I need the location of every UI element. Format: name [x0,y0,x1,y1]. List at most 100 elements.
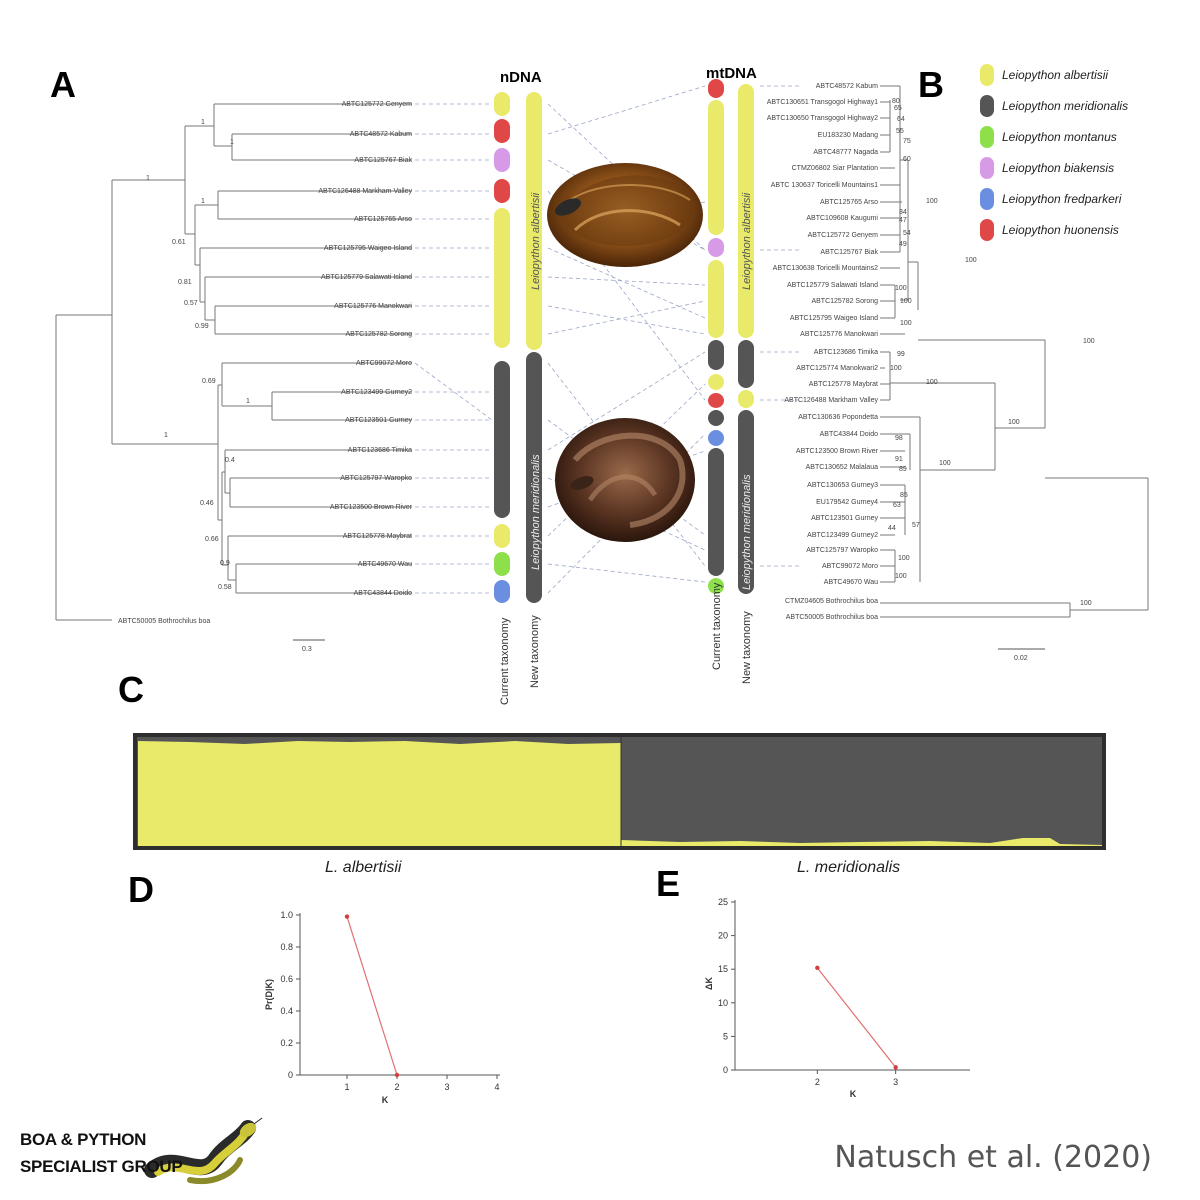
snake-albertisii-illustration [547,163,703,267]
tree-b-tip: ABTC123499 Gurney2 [807,532,878,539]
tree-b-support: 100 [895,573,907,580]
legend-swatch [980,188,994,210]
tree-a-support: 0.99 [195,323,209,330]
tree-a-tip: ABTC43844 Doido [354,590,412,597]
tree-b-tip: ABTC125782 Sorong [811,298,878,305]
tree-b-tip: ABTC125778 Maybrat [809,381,878,388]
tree-a-support: 1 [201,119,205,126]
tree-b-support: 63 [893,502,901,509]
panel-label-b: B [918,64,944,105]
mtdna-meridionalis-bar-label: Leiopython meridionalis [741,474,753,590]
legend-label: Leiopython montanus [1002,130,1117,144]
tree-a-support: 0.61 [172,239,186,246]
tree-a-tip: ABTC49670 Wau [358,561,412,568]
taxonomy-bar-segment [526,352,542,603]
tree-b-support: 100 [900,298,912,305]
tree-b-tip: CTMZ04605 Bothrochilus boa [785,598,878,605]
tree-b-support: 100 [926,198,938,205]
logo-text-line1: BOA & PYTHON [20,1130,147,1149]
tree-b-tip: ABTC130650 Transgogol Highway2 [767,115,878,122]
tree-b-support: 34 [899,209,907,216]
ndna-current-taxonomy-label: Current taxonomy [499,617,511,705]
tree-a-support: 0.81 [178,279,192,286]
panel-d-line [346,916,398,1076]
taxonomy-bar-segment [708,578,724,594]
panel-d-xtick: 3 [444,1082,449,1092]
tree-b-tip: ABTC109608 Kaugumi [806,215,878,222]
tree-b-support: 100 [1008,419,1020,426]
tree-b-support: 100 [965,257,977,264]
tree-a-tip: ABTC125776 Manokwari [334,303,412,310]
ndna-new-taxonomy-bars [526,92,542,603]
tree-b-branches [880,85,1149,618]
tree-a-tip: ABTC125795 Waigeo Island [324,245,412,252]
tree-a-tip: ABTC125778 Maybrat [343,533,412,540]
bpsg-logo: BOA & PYTHON SPECIALIST GROUP [18,1120,278,1200]
taxonomy-bar-segment [738,390,754,408]
tree-b-tip: ABTC50005 Bothrochilus boa [786,614,878,621]
panel-d-xtick: 2 [394,1082,399,1092]
logo-text-line2: SPECIALIST GROUP [20,1157,183,1176]
legend-label: Leiopython huonensis [1002,223,1119,237]
panel-e-ytick: 20 [718,931,728,941]
panel-d-ytick: 0.4 [280,1006,293,1016]
legend-swatch [980,64,994,86]
panel-d-ytick: 1.0 [280,910,293,920]
tree-a-tip: ABTC123686 Timika [348,447,412,454]
panel-d-ylabel: Pr(D|K) [264,979,274,1010]
tree-b-support: 47 [899,217,907,224]
tree-b-support: 100 [926,379,938,386]
taxonomy-bar-segment [708,238,724,257]
taxonomy-bar-segment [708,79,724,98]
panel-e-ytick: 15 [718,964,728,974]
legend-swatch [980,157,994,179]
structure-albertisii-fill [138,741,621,846]
panel-e-xtick: 3 [893,1077,898,1087]
taxonomy-bar-segment [738,340,754,388]
taxonomy-bar-segment [494,361,510,518]
taxonomy-bar-segment [494,552,510,576]
tree-b-tip: CTMZ06802 Siar Plantation [792,165,878,172]
tree-b-support: 99 [897,351,905,358]
taxonomy-bar-segment [708,393,724,408]
ndna-new-taxonomy-label: New taxonomy [529,615,541,688]
tree-a-branches [55,103,412,621]
panel-d-xtick: 4 [494,1082,499,1092]
panel-e-ylabel: ΔK [704,977,714,990]
ndna-current-taxonomy-bars [494,92,510,603]
tree-b-support: 85 [900,492,908,499]
legend-swatch [980,126,994,148]
tree-b-tip: ABTC125795 Waigeo Island [790,315,878,322]
tree-b-support: 80 [892,98,900,105]
mtdna-albertisii-bar-label: Leiopython albertisii [741,192,753,290]
panel-e-ytick: 0 [723,1065,728,1075]
panel-label-a: A [50,64,76,105]
tree-b-support: 60 [903,156,911,163]
tree-a-tip: ABTC99072 Moro [356,360,412,367]
panel-d-ytick: 0 [288,1070,293,1080]
tree-a-tip: ABTC126488 Markham Valley [318,188,412,195]
taxonomy-bar-segment [494,92,510,116]
tree-b-support: 89 [899,466,907,473]
panel-d-ytick: 0.6 [280,974,293,984]
tree-a-tip: ABTC123501 Gurney [345,417,412,424]
tree-a-support: 1 [164,432,168,439]
tree-b-tip: ABTC123501 Gurney [811,515,878,522]
taxonomy-bar-segment [708,448,724,576]
structure-right-label: L. meridionalis [797,859,900,876]
tree-b-support: 98 [895,435,903,442]
tree-a-support: 0.9 [220,560,230,567]
tree-b-tip: ABTC123500 Brown River [796,448,879,455]
tree-a-tip: ABTC123499 Gurney2 [341,389,412,396]
legend-swatch [980,95,994,117]
panel-d-ytick: 0.2 [280,1038,293,1048]
taxonomy-bar-segment [494,148,510,172]
tree-b-tip: EU183230 Madang [818,132,878,139]
tree-b-support: 100 [898,555,910,562]
tree-a-support: 0.4 [225,457,235,464]
panel-e-ytick: 25 [718,897,728,907]
tree-a-support: 1 [230,139,234,146]
